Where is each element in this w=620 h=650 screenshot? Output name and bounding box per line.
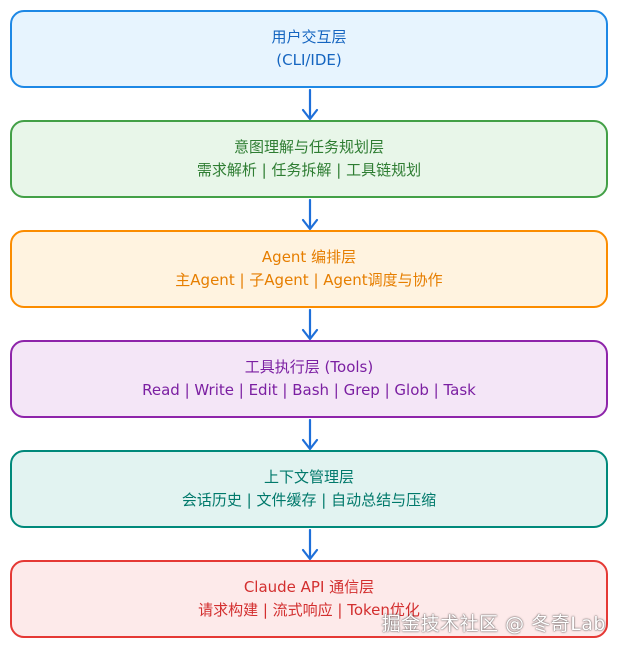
layer-subtitle: 需求解析 | 任务拆解 | 工具链规划 (196, 161, 422, 179)
arrow-down-icon (301, 199, 319, 231)
layer-title: Claude API 通信层 (243, 577, 375, 596)
layer-subtitle: 请求构建 | 流式响应 | Token优化 (198, 601, 420, 619)
layer-claude-api: Claude API 通信层 请求构建 | 流式响应 | Token优化 (10, 560, 608, 638)
layer-title: 意图理解与任务规划层 (233, 137, 384, 156)
layer-subtitle: 会话历史 | 文件缓存 | 自动总结与压缩 (181, 491, 437, 509)
layer-tool-execution: 工具执行层 (Tools) Read | Write | Edit | Bash… (10, 340, 608, 418)
arrow-down-icon (301, 419, 319, 451)
watermark: 掘金技术社区 @ 冬奇Lab (381, 613, 606, 635)
layer-subtitle: (CLI/IDE) (276, 51, 342, 69)
layer-intent-planning: 意图理解与任务规划层 需求解析 | 任务拆解 | 工具链规划 (10, 120, 608, 198)
layer-agent-orchestration: Agent 编排层 主Agent | 子Agent | Agent调度与协作 (10, 230, 608, 308)
layer-subtitle: Read | Write | Edit | Bash | Grep | Glob… (142, 381, 476, 399)
layer-user-interaction: 用户交互层 (CLI/IDE) (10, 10, 608, 88)
arrow-down-icon (301, 309, 319, 341)
layer-title: 工具执行层 (Tools) (244, 357, 374, 376)
arrow-down-icon (301, 529, 319, 561)
layer-title: Agent 编排层 (261, 247, 357, 266)
layer-title: 用户交互层 (271, 27, 347, 46)
layer-subtitle: 主Agent | 子Agent | Agent调度与协作 (175, 271, 443, 289)
layer-title: 上下文管理层 (263, 467, 354, 486)
arrow-down-icon (301, 89, 319, 121)
layer-context-management: 上下文管理层 会话历史 | 文件缓存 | 自动总结与压缩 (10, 450, 608, 528)
